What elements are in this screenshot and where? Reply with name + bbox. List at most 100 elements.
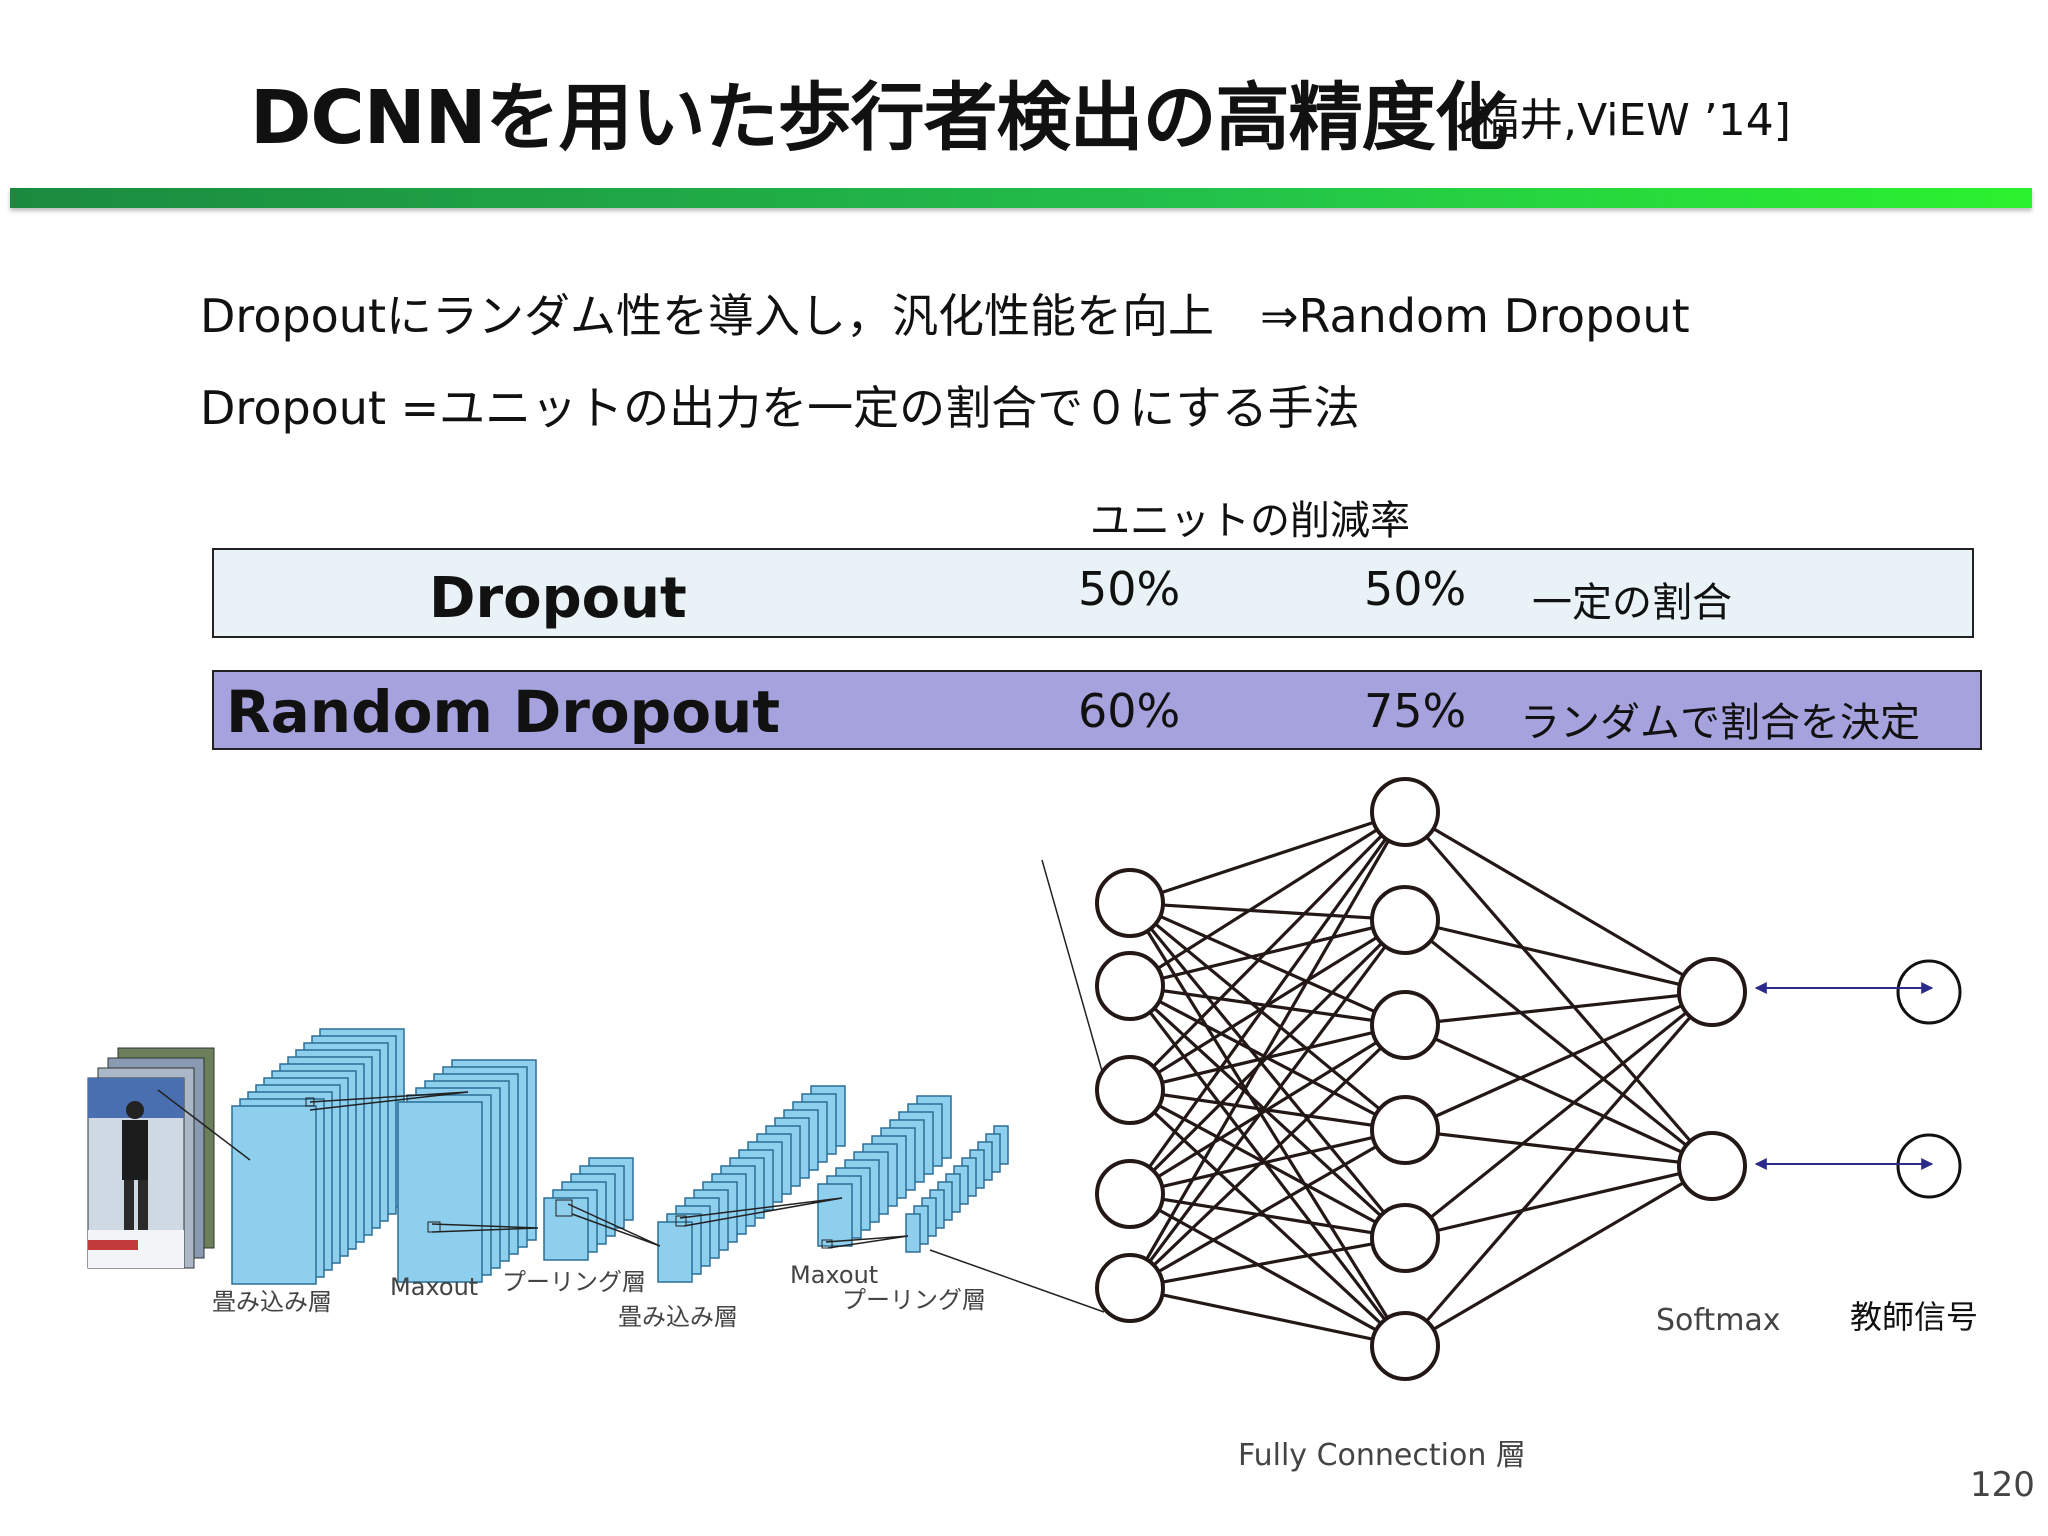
fc-hidden-node (1370, 885, 1440, 955)
label-pool2: プーリング層 (842, 1286, 986, 1314)
feature-maps (157, 859, 1105, 1313)
fc-hidden-node (1370, 990, 1440, 1060)
connection (1129, 1286, 1406, 1348)
connection (1129, 1088, 1406, 1240)
projection-line (157, 1089, 251, 1161)
projection-line (431, 1223, 539, 1233)
title-underline-bar (10, 188, 2032, 208)
projection-line (929, 1249, 1105, 1313)
label-conv2: 畳み込み層 (618, 1303, 738, 1331)
rate-2: 50% (1364, 562, 1467, 616)
feature-map (397, 1101, 483, 1283)
fc-input-node (1095, 868, 1165, 938)
connection (1129, 1023, 1406, 1196)
kernel-box (821, 1239, 833, 1249)
label-softmax: Softmax (1656, 1303, 1781, 1338)
body-text-line-1: Dropoutにランダム性を導入し，汎化性能を向上 ⇒Random Dropou… (200, 289, 1690, 343)
connection (1403, 990, 1714, 1348)
feature-map (817, 1183, 853, 1247)
connection (1404, 918, 1713, 994)
connection (1403, 918, 1714, 1168)
connection (1128, 810, 1407, 1092)
connection (1404, 810, 1713, 994)
body-text-line-2: Dropout =ユニットの出力を一定の割合で０にする手法 (200, 381, 1360, 435)
conv1-stack (231, 1028, 405, 1285)
label-maxout1: Maxout (390, 1273, 478, 1301)
fc-hidden-node (1370, 777, 1440, 847)
fc-nodes (1095, 777, 1962, 1381)
connection (1129, 1128, 1406, 1290)
projection-line (1041, 859, 1105, 1079)
kernel-box (675, 1215, 687, 1227)
kernel-box (555, 1199, 573, 1217)
rate-2: 75% (1364, 684, 1467, 738)
connection (1404, 1164, 1713, 1348)
feature-map (905, 1213, 921, 1253)
fc-hidden-node (1370, 1095, 1440, 1165)
connection (1129, 810, 1406, 905)
connection (1404, 1128, 1713, 1168)
table-row-random-dropout: Random Dropout 60% 75% ランダムで割合を決定 (212, 670, 1982, 750)
connection (1128, 1023, 1407, 1290)
connection (1129, 1192, 1406, 1348)
conv2-stack (657, 1085, 846, 1283)
maxout2-stack (817, 1095, 952, 1247)
dcnn-architecture-diagram: 畳み込み層 Maxout プーリング層 畳み込み層 Maxout プーリング層 … (87, 777, 1978, 1473)
feature-map (231, 1105, 317, 1285)
projection-line (679, 1197, 843, 1227)
pool2-stack (905, 1125, 1009, 1253)
maxout1-stack (397, 1059, 537, 1283)
softmax-node (1677, 1131, 1747, 1201)
connection (1128, 985, 1407, 1347)
label-fully-connection: Fully Connection 層 (1238, 1438, 1526, 1473)
fc-input-node (1095, 1253, 1165, 1323)
feature-map (657, 1221, 693, 1283)
connection (1128, 919, 1407, 1289)
connection (1404, 990, 1713, 1027)
row-note: ランダムで割合を決定 (1520, 700, 1920, 746)
fc-input-node (1095, 951, 1165, 1021)
connection (1129, 1192, 1406, 1240)
table-column-header: ユニットの削減率 (1090, 498, 1410, 544)
connection (1128, 811, 1407, 1289)
label-conv1: 畳み込み層 (212, 1288, 332, 1316)
connection (1128, 984, 1407, 1240)
projection-line (567, 1203, 661, 1247)
connection (1128, 918, 1407, 1196)
feature-map (543, 1197, 589, 1261)
row-note: 一定の割合 (1532, 580, 1732, 626)
rate-1: 60% (1078, 684, 1181, 738)
row-name: Dropout (429, 566, 687, 631)
table-row-dropout: Dropout 50% 50% 一定の割合 (212, 548, 1974, 638)
connection (1129, 1236, 1406, 1290)
connection (1128, 902, 1407, 1347)
row-name: Random Dropout (226, 678, 781, 746)
projection-line (309, 1091, 469, 1111)
connection (1129, 810, 1406, 988)
connection (1128, 901, 1407, 1132)
teacher-signal-arrows (1754, 982, 1934, 1170)
rate-1: 50% (1078, 562, 1181, 616)
teacher-signal-node (1896, 959, 1962, 1025)
citation: [福井,ViEW ’14] (1458, 95, 1791, 146)
teacher-signal-node (1896, 1133, 1962, 1199)
connection (1129, 1128, 1406, 1196)
connection (1128, 811, 1407, 1195)
fc-hidden-node (1370, 1203, 1440, 1273)
pool1-stack (543, 1157, 634, 1261)
projection-line (825, 1235, 909, 1249)
page-number: 120 (1970, 1465, 2035, 1505)
label-teacher-signal: 教師信号 (1850, 1298, 1978, 1336)
fc-connections (1128, 810, 1714, 1348)
pedestrian-input-image (87, 1047, 215, 1269)
label-pool1: プーリング層 (502, 1268, 646, 1296)
connection (1404, 990, 1713, 1132)
connection (1403, 810, 1714, 1168)
connection (1129, 901, 1406, 922)
fc-input-node (1095, 1159, 1165, 1229)
connection (1403, 990, 1714, 1240)
fc-input-node (1095, 1055, 1165, 1125)
connection (1404, 1023, 1713, 1168)
softmax-node (1677, 957, 1747, 1027)
slide-title: DCNNを用いた歩行者検出の高精度化 (250, 75, 1509, 161)
